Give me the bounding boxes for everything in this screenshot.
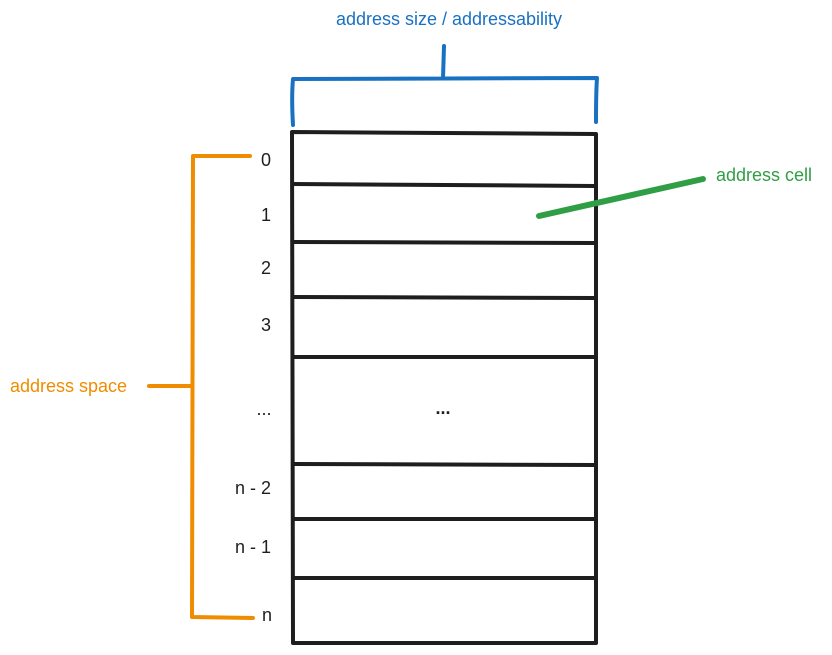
row-index-1: 1 xyxy=(261,205,271,225)
address-size-bracket xyxy=(290,44,599,127)
address-space-label: address space xyxy=(10,376,127,396)
address-size-label: address size / addressability xyxy=(336,9,562,29)
memory-table-outline xyxy=(290,130,598,645)
row-divider xyxy=(291,295,597,300)
row-index-2: 2 xyxy=(261,258,271,278)
row-dividers xyxy=(291,182,597,580)
address-cell-label: address cell xyxy=(716,165,812,185)
row-index-n-1: n - 1 xyxy=(235,537,271,557)
row-divider xyxy=(292,462,597,467)
row-index-0: 0 xyxy=(261,150,271,170)
row-divider xyxy=(292,240,597,245)
row-index-n: n xyxy=(262,605,272,625)
row-index-3: 3 xyxy=(261,315,271,335)
row-index-ellipsis: ... xyxy=(256,399,271,419)
row-index-n-2: n - 2 xyxy=(235,478,271,498)
address-cell-pointer xyxy=(536,176,706,219)
row-divider xyxy=(291,182,597,188)
table-ellipsis: ... xyxy=(435,398,450,418)
address-space-bracket xyxy=(147,154,255,620)
